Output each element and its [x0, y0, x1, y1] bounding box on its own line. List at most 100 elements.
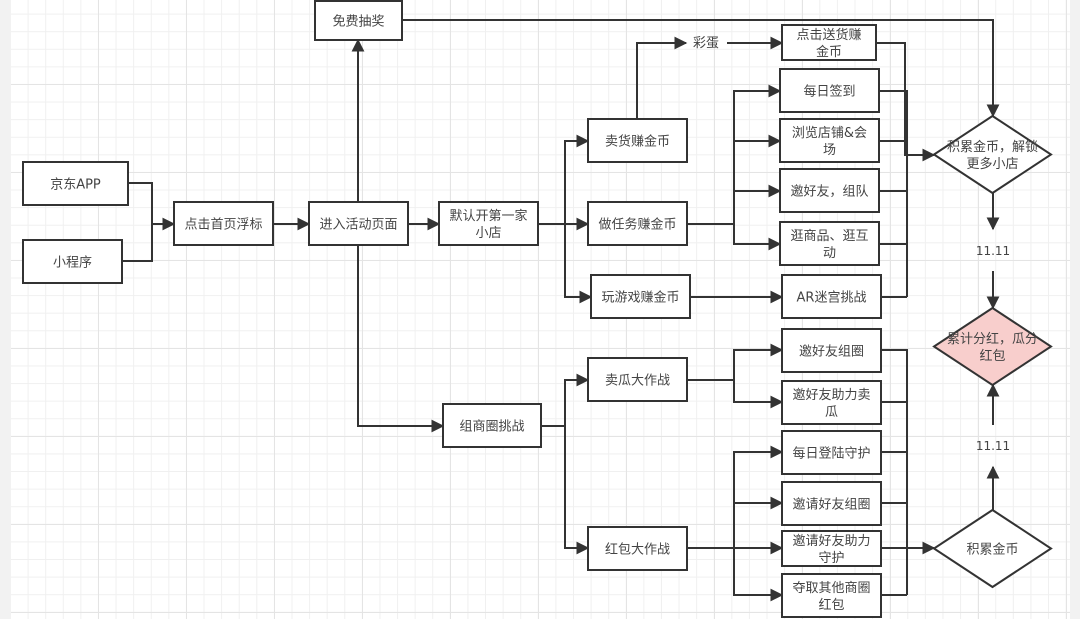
edge-melon-battle-to-invite-help-melon — [733, 380, 784, 409]
node-jd-app[interactable]: 京东APP — [22, 161, 129, 206]
node-label: 免费抽奖 — [332, 15, 384, 30]
node-label: 浏览店铺&会 — [792, 125, 867, 141]
process-box — [779, 168, 880, 213]
process-box — [587, 201, 688, 246]
process-box — [781, 530, 882, 567]
node-browse-shops[interactable]: 浏览店铺&会场 — [779, 118, 880, 163]
node-label: 场 — [823, 143, 836, 158]
node-sell-goods[interactable]: 卖货赚金币 — [587, 118, 688, 163]
node-mini-program[interactable]: 小程序 — [22, 239, 123, 284]
node-daily-signin[interactable]: 每日签到 — [779, 68, 880, 113]
decision-diamond — [932, 306, 1053, 387]
process-box — [781, 24, 877, 61]
node-click-float[interactable]: 点击首页浮标 — [173, 201, 274, 246]
node-free-lottery[interactable]: 免费抽奖 — [314, 0, 403, 41]
node-label: 每日登陆守护 — [792, 446, 870, 462]
edge-label-date-bottom: 11.11 — [976, 439, 1010, 453]
node-label: 小店 — [475, 226, 501, 241]
edge-do-tasks-to-browse-goods — [733, 224, 782, 251]
process-box — [438, 201, 539, 246]
node-label: 小程序 — [53, 256, 92, 271]
process-box — [587, 357, 688, 402]
process-box — [781, 481, 882, 526]
node-daily-login-guard[interactable]: 每日登陆守护 — [781, 430, 882, 475]
decision-diamond — [932, 508, 1053, 589]
node-circle-challenge[interactable]: 组商圈挑战 — [442, 403, 542, 448]
node-label: 邀好友组圈 — [799, 344, 864, 360]
node-accumulate-coins[interactable]: 积累金币 — [932, 508, 1053, 589]
process-box — [781, 573, 882, 618]
node-label: 瓜 — [825, 405, 838, 420]
process-box — [781, 274, 882, 319]
process-box — [590, 274, 691, 319]
edge-enter-page-to-circle-challenge — [357, 245, 445, 433]
edge-redpacket-battle-to-daily-login-guard — [687, 445, 784, 549]
process-box — [442, 403, 542, 448]
node-melon-battle[interactable]: 卖瓜大作战 — [587, 357, 688, 402]
node-invite-friends-circle[interactable]: 邀请好友组圈 — [781, 481, 882, 526]
node-do-tasks[interactable]: 做任务赚金币 — [587, 201, 688, 246]
process-box — [314, 0, 403, 41]
edge-invite-circle-to-accumulate-coins — [881, 349, 908, 595]
node-label: 累计分红，瓜分 — [947, 331, 1038, 347]
node-label: 红包 — [979, 348, 1005, 364]
process-box — [779, 118, 880, 163]
edge-circle-challenge-to-melon-battle — [541, 373, 590, 427]
node-label: 每日签到 — [803, 84, 855, 100]
process-box — [308, 201, 409, 246]
edges-layer — [122, 19, 1000, 602]
node-label: 卖瓜大作战 — [605, 374, 670, 389]
node-label: 逛商品、逛互 — [790, 229, 868, 244]
process-box — [779, 221, 880, 266]
node-play-games[interactable]: 玩游戏赚金币 — [590, 274, 691, 319]
node-invite-circle[interactable]: 邀好友组圈 — [781, 328, 882, 373]
node-enter-page[interactable]: 进入活动页面 — [308, 201, 409, 246]
edge-melon-battle-to-invite-circle — [687, 343, 784, 381]
node-label: 组商圈挑战 — [459, 420, 524, 435]
node-label: 邀请好友助力 — [792, 533, 870, 549]
edge-label-date-top: 11.11 — [976, 244, 1010, 258]
edge-first-shop-to-play-games — [564, 224, 593, 304]
node-redpacket-battle[interactable]: 红包大作战 — [587, 526, 688, 571]
edge-first-shop-to-sell-goods — [538, 134, 590, 225]
edge-free-lottery-to-unlock-shops — [402, 19, 1000, 118]
decision-diamond — [932, 114, 1053, 195]
node-ar-maze[interactable]: AR迷宫挑战 — [781, 274, 882, 319]
node-label: 动 — [823, 246, 836, 261]
edge-label-easter-egg: 彩蛋 — [693, 36, 719, 51]
node-label: 红包大作战 — [605, 542, 670, 558]
node-label: 守护 — [818, 551, 844, 566]
edge-mini-program-to-click-float — [122, 224, 153, 262]
node-label: 京东APP — [50, 178, 101, 193]
right-scroll-strip — [1070, 0, 1080, 619]
node-label: 邀好友，组队 — [790, 184, 868, 200]
process-box — [587, 118, 688, 163]
node-label: 邀好友助力卖 — [792, 387, 870, 403]
node-label: 金币 — [816, 44, 842, 60]
process-box — [22, 161, 129, 206]
process-box — [781, 430, 882, 475]
node-label: 做任务赚金币 — [598, 217, 676, 233]
process-box — [587, 526, 688, 571]
edge-redpacket-battle-to-seize-redpacket — [733, 548, 784, 602]
node-label: 积累金币 — [966, 542, 1018, 558]
node-label: 默认开第一家 — [449, 208, 527, 224]
node-label: 积累金币，解锁 — [947, 139, 1038, 155]
node-label: 红包 — [818, 597, 844, 613]
node-browse-goods[interactable]: 逛商品、逛互动 — [779, 221, 880, 266]
process-box — [781, 328, 882, 373]
diagram-canvas — [11, 0, 1070, 619]
node-label: 点击首页浮标 — [184, 218, 262, 233]
node-label: 玩游戏赚金币 — [601, 290, 679, 306]
process-box — [781, 380, 882, 425]
node-invite-team[interactable]: 邀好友，组队 — [779, 168, 880, 213]
edge-do-tasks-to-daily-signin — [687, 84, 782, 225]
